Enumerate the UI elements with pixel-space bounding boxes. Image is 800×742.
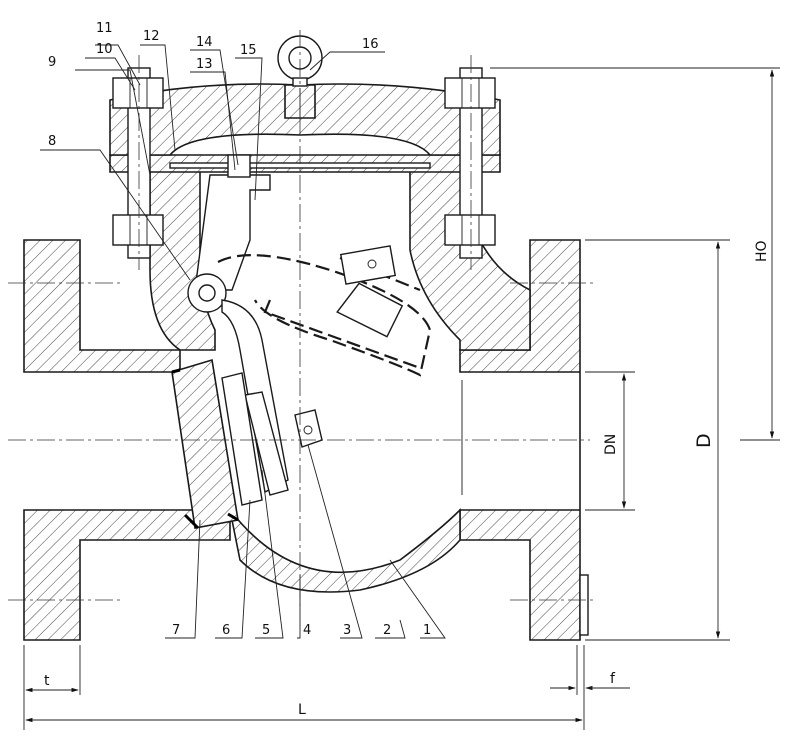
dim-label-f: f (610, 671, 616, 687)
hinge-bracket (187, 154, 271, 313)
callout-12: 12 (143, 29, 160, 44)
dim-label-ho: HO (754, 240, 770, 262)
dimension-lines (23, 67, 780, 730)
callout-1: 1 (423, 623, 431, 638)
callout-3: 3 (343, 623, 351, 638)
seat-ring (171, 358, 239, 530)
callout-10: 10 (96, 42, 113, 57)
valve-body (23, 154, 589, 641)
callout-2: 2 (383, 623, 391, 638)
right-stud-bolt (444, 67, 496, 259)
disc-assembly (221, 299, 323, 506)
callout-5: 5 (262, 623, 270, 638)
callout-7: 7 (172, 623, 180, 638)
disc-open-position (217, 245, 432, 377)
centerlines (8, 30, 595, 610)
callout-leaders (40, 44, 446, 639)
dim-label-dn: DN (603, 434, 619, 455)
dim-label-t: t (44, 673, 50, 689)
callout-9: 9 (48, 55, 56, 70)
callout-16: 16 (362, 37, 379, 52)
callout-13: 13 (196, 57, 213, 72)
callout-15: 15 (240, 43, 257, 58)
callout-11: 11 (96, 21, 113, 36)
callout-4: 4 (303, 623, 311, 638)
dim-label-d: D (693, 433, 715, 448)
dim-label-l: L (298, 702, 306, 718)
dimension-labels: HO D DN L t f (44, 240, 770, 718)
callout-14: 14 (196, 35, 213, 50)
callout-8: 8 (48, 134, 56, 149)
callout-6: 6 (222, 623, 230, 638)
callout-labels: 1 2 3 4 5 6 7 8 9 10 11 12 13 14 15 16 (48, 21, 431, 638)
bonnet (109, 83, 501, 156)
